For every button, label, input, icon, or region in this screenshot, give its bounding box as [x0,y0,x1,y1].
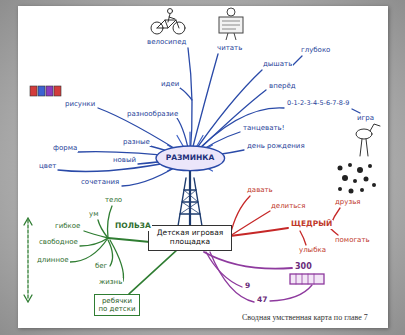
blue-branches [58,48,360,186]
branch-word: 300 [294,262,313,271]
branch-word: вперёд [268,82,297,90]
branch-word: помогать [334,236,371,244]
newspaper [219,17,243,33]
node-text: ребячки [99,297,136,305]
dot [338,187,342,191]
branch-line [80,238,108,246]
branch-word: разнообразие [126,110,179,118]
branch-word: 0-1-2-3-4-5-6-7-8-9 [286,100,350,107]
bicycle-drawing [151,9,185,35]
flag [54,86,61,96]
dot [338,166,343,171]
branch-line [352,109,360,113]
branch-word: читать [216,44,243,52]
branch-word: 47 [256,296,268,305]
dashed-arrow [27,220,28,300]
connector [129,251,176,294]
bar-drawing [290,274,324,284]
branch-word: ЩЕДРЫЙ [290,220,333,229]
branch-word: бег [94,262,108,270]
node-text: РАЗМИНКА [166,154,215,163]
branch-word: ПОЛЬЗА [114,222,152,231]
branch-word: давать [246,186,274,194]
branch-line [270,285,312,301]
bubble-ellipse [156,146,225,171]
branch-line [108,238,150,242]
dot [342,175,348,181]
dot [348,163,352,167]
dot [368,164,372,168]
reader-drawing [219,8,243,40]
bird-legs [360,139,368,156]
branch-line [300,231,306,245]
branch-line [230,211,270,236]
flags-drawing [30,86,61,96]
branch-word: жизнь [98,278,123,286]
branch-word: тело [104,196,123,204]
newspaper-lines [222,21,240,29]
node-text: Детская игровая площадка [153,229,227,246]
branch-line [210,252,254,302]
branch-word: 9 [244,282,251,291]
connector [189,171,191,225]
branch-word: ум [88,210,99,218]
rider-head [168,9,173,14]
branch-word: улыбка [298,246,327,254]
flag [46,86,53,96]
branch-word: велосипед [146,38,187,46]
stork-drawing [356,124,380,156]
arrow-head [24,218,32,302]
branch-line [330,228,338,235]
branch-word: свободное [38,238,79,246]
flag [38,86,45,96]
green-branches [24,206,150,302]
branch-line [230,228,288,236]
red-branches [230,196,340,245]
branch-word: форма [52,144,78,152]
branch-line [180,88,192,100]
branch-line [108,206,113,238]
branch-word: танцевать! [242,124,285,132]
branch-word: новый [112,156,137,164]
dot [349,189,354,194]
center-box: Детская игровая площадка [148,225,232,250]
branch-line [84,231,108,238]
note-box: ребячкипо детски [94,294,141,316]
bird-body [356,129,372,139]
reader-head [227,8,235,16]
branch-word: рисунки [64,100,96,108]
branch-word: день рождения [246,142,306,150]
bird-neck [370,124,380,131]
dots-drawing [338,163,377,194]
branch-word: разные [122,138,151,146]
dot [357,167,363,173]
branch-line [110,240,123,281]
branch-word: гибкое [54,222,81,230]
branch-word: сочетания [80,178,120,186]
branch-word: делиться [270,202,306,210]
bar-stripes [296,274,314,284]
branch-word: идеи [160,80,180,88]
branch-line [292,56,302,66]
branch-word: глубоко [300,46,331,54]
rider-body [168,14,175,22]
node-text: по детски [99,305,136,313]
dot [364,177,369,182]
branch-word: длинное [36,256,70,264]
flag [30,86,37,96]
topic-bubble: РАЗМИНКА [155,145,226,172]
dot [353,179,357,183]
branch-word: дышать [262,60,293,68]
branch-line [188,48,192,158]
branch-word: друзья [334,198,361,206]
dot [360,188,364,192]
purple-branches [204,252,324,302]
branch-word: цвет [38,162,57,170]
dot [372,183,376,187]
caption: Сводная умственная карта по главе 7 [242,313,368,322]
branch-line [206,252,242,287]
branch-word: игра [356,114,375,122]
reader-legs [226,33,236,40]
